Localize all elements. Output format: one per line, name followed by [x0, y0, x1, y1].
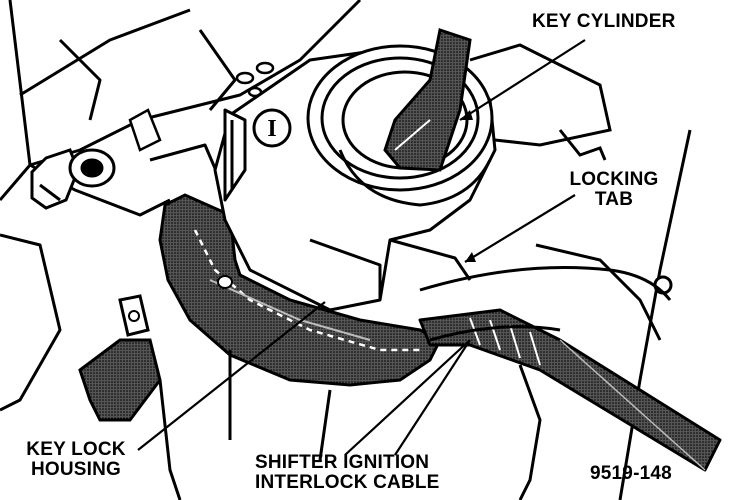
figure-number: 9519-148 [590, 463, 672, 484]
ignition-key [383, 28, 472, 172]
key-symbol-badge [252, 108, 292, 148]
label-locking-tab-line2: TAB [594, 189, 634, 210]
arrow-key-cylinder [460, 110, 473, 120]
key-lock-housing [158, 193, 443, 387]
dash-panel-right [469, 43, 692, 500]
leader-lines [137, 39, 586, 456]
leader-locking-tab [464, 194, 576, 263]
mounting-bolt [30, 148, 116, 210]
label-key-lock-housing: KEY LOCK HOUSING [12, 440, 140, 480]
interlock-cable [418, 308, 722, 472]
column-housing [0, 0, 362, 412]
label-locking-tab-line1: LOCKING [569, 169, 659, 190]
label-locking-tab: LOCKING TAB [560, 170, 668, 210]
column-tube [228, 266, 672, 461]
leader-key-cylinder [459, 39, 586, 121]
label-shifter-interlock-cable: SHIFTER IGNITION INTERLOCK CABLE [255, 453, 440, 493]
leader-shifter-cable-b [394, 339, 471, 456]
lower-mount-bracket [78, 294, 182, 500]
label-key-lock-line2: HOUSING [30, 459, 122, 480]
label-key-cylinder: KEY CYLINDER [532, 11, 676, 32]
key-symbol-glyph: I [267, 116, 276, 142]
leader-shifter-cable-a [344, 339, 471, 456]
leader-key-lock-housing [137, 301, 326, 451]
label-shifter-line2: INTERLOCK CABLE [255, 472, 440, 493]
arrow-locking-tab [465, 252, 476, 262]
leader-arrowheads [460, 110, 476, 262]
label-key-lock-line1: KEY LOCK [26, 439, 126, 460]
label-shifter-line1: SHIFTER IGNITION [255, 452, 430, 473]
